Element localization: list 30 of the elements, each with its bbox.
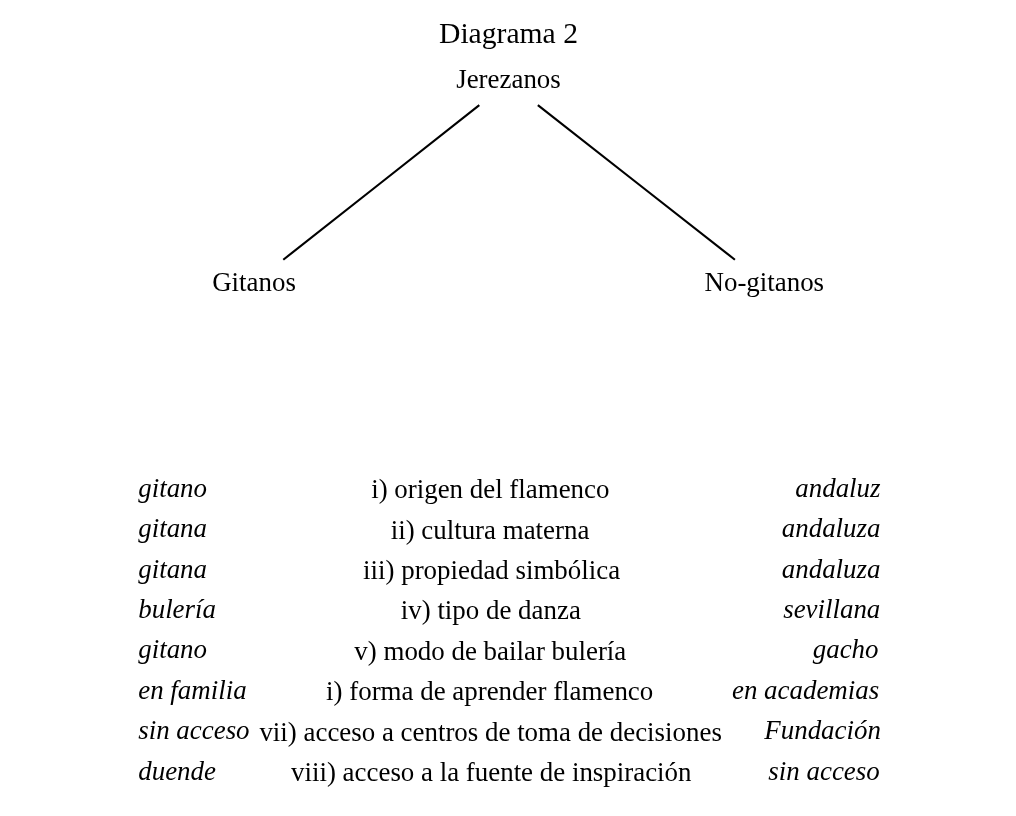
label: gacho <box>812 634 879 665</box>
label: v) modo de bailar bulería <box>353 635 626 666</box>
label: iii) propiedad simbólica <box>362 554 620 585</box>
node-text: Gitanos <box>211 266 296 297</box>
label: gitana <box>137 513 207 544</box>
label: en familia <box>137 674 247 705</box>
label: iv) tipo de danza <box>400 595 581 626</box>
label: andaluza <box>781 513 880 544</box>
label: sin acceso <box>137 715 250 746</box>
label: duende <box>137 755 216 786</box>
label: sevillana <box>782 594 880 625</box>
label: ii) cultura materna <box>390 514 589 545</box>
connector <box>282 104 480 261</box>
connector <box>536 104 736 261</box>
label: gitano <box>137 472 207 503</box>
label: i) origen del flamenco <box>370 474 609 505</box>
label: gitano <box>137 634 207 665</box>
label: vii) acceso a centros de toma de decisiones <box>258 716 722 747</box>
label: i) forma de aprender flamenco <box>325 676 653 707</box>
diagram-title: Diagrama 2 <box>438 16 578 49</box>
node-text: No-gitanos <box>704 266 824 297</box>
label: bulería <box>137 594 216 625</box>
node-text: Jerezanos <box>455 63 561 94</box>
label: sin acceso <box>767 755 880 786</box>
label: andaluz <box>794 472 881 503</box>
label: andaluza <box>781 553 880 584</box>
label: viii) acceso a la fuente de inspiración <box>290 756 691 787</box>
label: gitana <box>137 553 207 584</box>
label: en academias <box>731 674 879 705</box>
label: Fundación <box>763 715 881 746</box>
